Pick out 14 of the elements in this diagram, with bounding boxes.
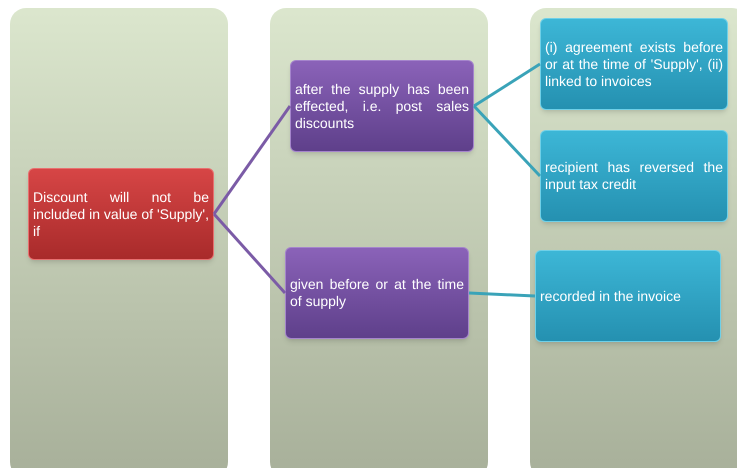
column-panel: [270, 8, 488, 468]
text-box: (i) agreement exists before or at the time of 'Supply', (ii) linked to invoices: [540, 18, 728, 110]
text-box: recorded in the invoice: [535, 250, 721, 342]
text-box: given before or at the time of supply: [285, 247, 469, 339]
text-box: after the supply has been effected, i.e. post sales discounts: [290, 60, 474, 152]
connector-line: [212, 105, 292, 215]
column-panel: [10, 8, 228, 468]
connector-line: [472, 104, 542, 178]
connector-line: [212, 213, 286, 294]
column-panel: [530, 8, 737, 468]
text-box: Discount will not be included in value of 'Supply', if: [28, 168, 214, 260]
connector-line: [468, 292, 536, 298]
text-box: recipient has reversed the input tax credit: [540, 130, 728, 222]
connector-line: [473, 62, 541, 108]
